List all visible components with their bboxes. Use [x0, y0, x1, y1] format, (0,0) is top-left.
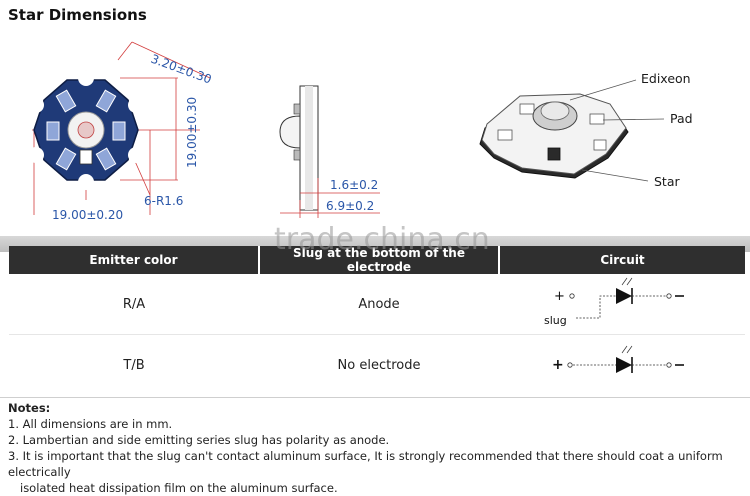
table-row: T/B No electrode + [9, 335, 745, 396]
callout-star: Star [654, 174, 680, 189]
emitter-table: Emitter color Slug at the bottom of the … [9, 246, 745, 395]
table-row: R/A Anode + slug [9, 274, 745, 335]
note-item-continued: isolated heat dissipation film on the al… [20, 481, 338, 495]
watermark-text: trade.china.cn [274, 222, 490, 257]
page-title: Star Dimensions [8, 6, 147, 24]
note-item: 3. It is important that the slug can't c… [8, 449, 723, 479]
cell-circuit: + [499, 335, 745, 396]
notes-section: Notes: 1. All dimensions are in mm. 2. L… [8, 400, 750, 496]
star-3d-view [479, 79, 665, 182]
circuit-plus-label: + [552, 357, 564, 373]
notes-divider [0, 397, 750, 398]
header-emitter-color: Emitter color [9, 246, 259, 274]
dimension-drawings: 3.20±0.30 19.00±0.30 6-R1.6 19.00±0.20 1… [28, 41, 693, 222]
header-circuit: Circuit [498, 246, 745, 274]
circuit-diagram-anode: + slug [544, 277, 684, 327]
cell-slug: No electrode [337, 357, 421, 373]
height-dimension: 19.00±0.30 [185, 97, 199, 168]
table-header-row: Emitter color Slug at the bottom of the … [9, 246, 745, 274]
circuit-plus-label: + [554, 289, 565, 304]
hole-dimension: 6-R1.6 [144, 194, 183, 208]
cell-slug: Anode [259, 274, 499, 335]
callout-pad: Pad [670, 111, 693, 126]
cell-circuit: + slug [499, 274, 745, 335]
notes-heading: Notes: [8, 401, 51, 415]
total-thickness-dimension: 6.9±0.2 [326, 199, 374, 213]
cell-emitter-color: R/A [9, 274, 259, 335]
star-top-view [28, 41, 211, 215]
callout-lens: Edixeon [641, 71, 691, 86]
pad-width-dimension: 3.20±0.30 [149, 52, 213, 87]
star-side-view [279, 85, 380, 218]
header-slug-electrode: Slug at the bottom of the electrode [258, 246, 499, 274]
circuit-diagram-no-electrode: + [552, 345, 684, 373]
note-item: 2. Lambertian and side emitting series s… [8, 433, 390, 447]
base-thickness-dimension: 1.6±0.2 [330, 178, 378, 192]
circuit-slug-label: slug [544, 314, 567, 327]
note-item: 1. All dimensions are in mm. [8, 417, 173, 431]
cell-emitter-color: T/B [123, 357, 145, 373]
width-dimension: 19.00±0.20 [52, 208, 123, 222]
